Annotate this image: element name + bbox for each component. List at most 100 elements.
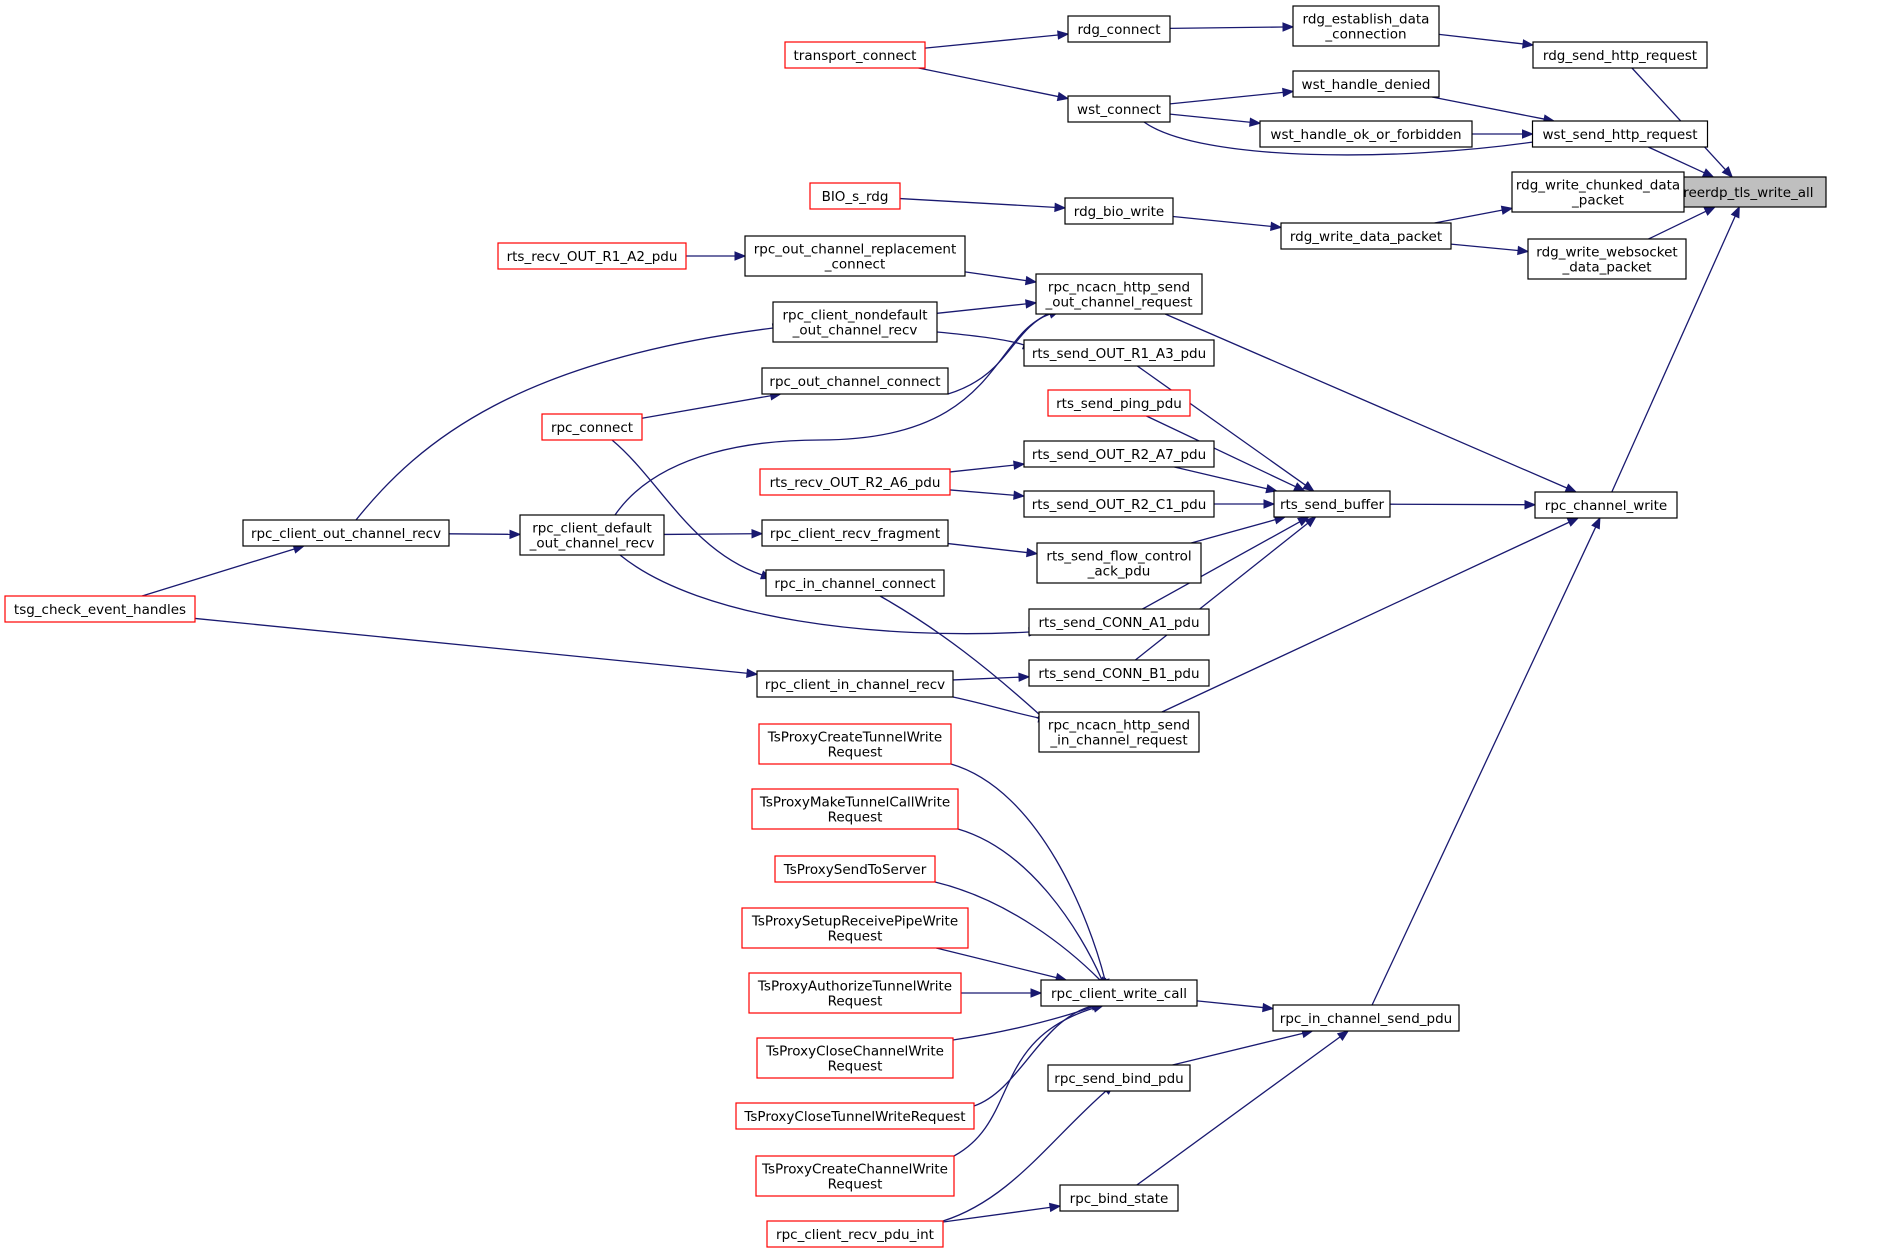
node-rts_send_CONN_A1_pdu[interactable]: rts_send_CONN_A1_pdu [1028,608,1210,636]
edge-rpc_client_nondefault_out_channel_recv-to-rts_send_OUT_R1_A3_pdu [936,331,1035,350]
node-BIO_s_rdg[interactable]: BIO_s_rdg [809,182,901,210]
node-label: Request [828,810,883,826]
edge-rdg_send_http_request-to-freerdp_tls_write_all [1631,67,1734,178]
node-rpc_client_nondefault_out_channel_recv[interactable]: rpc_client_nondefault_out_channel_recv [772,301,938,343]
edge-line [1434,209,1503,224]
node-box [1511,171,1685,213]
node-rpc_in_channel_send_pdu[interactable]: rpc_in_channel_send_pdu [1272,1004,1460,1032]
node-box [1023,490,1215,518]
node-box [1067,15,1171,43]
edge-line [936,303,1027,314]
node-rpc_client_recv_pdu_int[interactable]: rpc_client_recv_pdu_int [766,1220,944,1248]
node-rdg_write_data_packet[interactable]: rdg_write_data_packet [1280,222,1452,250]
node-wst_connect[interactable]: wst_connect [1067,95,1171,123]
node-freerdp_tls_write_all[interactable]: freerdp_tls_write_all [1665,176,1827,208]
node-box [1028,608,1210,636]
node-label: rpc_client_recv_fragment [770,526,940,542]
node-box [497,242,687,270]
node-label: tsg_check_event_handles [14,602,186,618]
node-label: _ack_pdu [1087,564,1151,580]
node-rpc_client_write_call[interactable]: rpc_client_write_call [1040,979,1198,1007]
node-rpc_connect[interactable]: rpc_connect [541,413,643,441]
edge-line [924,34,1059,49]
node-rdg_send_http_request[interactable]: rdg_send_http_request [1532,41,1708,69]
edge-line [1169,91,1284,105]
edge-rpc_connect-to-rpc_out_channel_connect [641,391,783,419]
node-label: wst_connect [1077,102,1161,118]
edge-line [663,533,753,536]
node-tsg_check_event_handles[interactable]: tsg_check_event_handles [4,595,196,623]
node-wst_send_http_request[interactable]: wst_send_http_request [1531,120,1709,148]
edge-line [1191,519,1276,544]
node-rdg_write_websocket_data_packet[interactable]: rdg_write_websocket_data_packet [1527,238,1687,280]
edge-rdg_write_data_packet-to-rdg_write_chunked_data_packet [1434,205,1514,224]
node-rts_send_buffer[interactable]: rts_send_buffer [1273,490,1391,518]
node-rpc_send_bind_pdu[interactable]: rpc_send_bind_pdu [1047,1064,1191,1092]
node-rts_send_OUT_R2_A7_pdu[interactable]: rts_send_OUT_R2_A7_pdu [1023,440,1215,468]
node-rts_recv_OUT_R2_A6_pdu[interactable]: rts_recv_OUT_R2_A6_pdu [759,468,951,496]
edge-layer [141,22,1740,1223]
edge-BIO_s_rdg-to-rdg_bio_write [899,197,1067,213]
node-rpc_ncacn_http_send_in_channel_request[interactable]: rpc_ncacn_http_send_in_channel_request [1038,711,1200,753]
node-rpc_ncacn_http_send_out_channel_request[interactable]: rpc_ncacn_http_send_out_channel_request [1035,273,1203,315]
arrowhead [1013,460,1026,470]
arrowhead [1270,221,1283,232]
edge-wst_handle_denied-to-wst_send_http_request [1431,96,1556,124]
node-rts_send_flow_control_ack_pdu[interactable]: rts_send_flow_control_ack_pdu [1036,542,1202,584]
edge-rts_send_flow_control_ack_pdu-to-rts_send_buffer [1191,515,1287,544]
node-label: rpc_send_bind_pdu [1054,1071,1183,1087]
node-TsProxySendToServer[interactable]: TsProxySendToServer [774,855,936,883]
node-rpc_in_channel_connect[interactable]: rpc_in_channel_connect [765,569,945,597]
node-label: Request [828,994,883,1010]
node-rpc_client_default_out_channel_recv[interactable]: rpc_client_default_out_channel_recv [519,514,665,556]
node-label: Request [828,745,883,761]
edge-rts_send_buffer-to-rpc_channel_write [1389,499,1537,510]
node-rdg_connect[interactable]: rdg_connect [1067,15,1171,43]
node-label: rts_send_OUT_R2_A7_pdu [1032,447,1206,463]
node-label: wst_handle_denied [1302,77,1431,93]
node-rpc_out_channel_replacement_connect[interactable]: rpc_out_channel_replacement_connect [744,235,966,277]
node-rts_send_ping_pdu[interactable]: rts_send_ping_pdu [1047,389,1191,417]
node-rpc_client_in_channel_recv[interactable]: rpc_client_in_channel_recv [756,670,954,698]
arrowhead [1336,1030,1350,1042]
node-wst_handle_denied[interactable]: wst_handle_denied [1292,70,1440,98]
edge-line [1174,466,1268,490]
node-rdg_establish_data_connection[interactable]: rdg_establish_data_connection [1292,5,1440,47]
edge-tsg_check_event_handles-to-rpc_client_out_channel_recv [141,544,306,597]
node-rpc_channel_write[interactable]: rpc_channel_write [1534,491,1678,519]
node-transport_connect[interactable]: transport_connect [784,41,926,69]
node-rpc_bind_state[interactable]: rpc_bind_state [1059,1184,1179,1212]
node-rts_send_OUT_R1_A3_pdu[interactable]: rts_send_OUT_R1_A3_pdu [1023,339,1215,367]
node-TsProxyCloseTunnelWriteRequest[interactable]: TsProxyCloseTunnelWriteRequest [735,1102,975,1130]
node-label: rts_send_flow_control [1046,549,1191,565]
node-box [1036,542,1202,584]
edge-line [141,548,295,597]
node-rts_send_OUT_R2_C1_pdu[interactable]: rts_send_OUT_R2_C1_pdu [1023,490,1215,518]
node-wst_handle_ok_or_forbidden[interactable]: wst_handle_ok_or_forbidden [1259,120,1473,148]
node-label: _out_channel_recv [529,536,655,552]
node-rpc_client_recv_fragment[interactable]: rpc_client_recv_fragment [761,519,949,547]
node-box [1531,120,1709,148]
node-box [774,855,936,883]
node-box [1272,1004,1460,1032]
node-rts_recv_OUT_R1_A2_pdu[interactable]: rts_recv_OUT_R1_A2_pdu [497,242,687,270]
node-rts_send_CONN_B1_pdu[interactable]: rts_send_CONN_B1_pdu [1028,659,1210,687]
node-label: TsProxyAuthorizeTunnelWrite [757,979,952,995]
edge-rpc_client_in_channel_recv-to-rts_send_CONN_B1_pdu [952,672,1031,682]
edge-rpc_client_default_out_channel_recv-to-rpc_client_recv_fragment [663,529,764,539]
edge-transport_connect-to-wst_connect [918,67,1070,102]
node-rdg_write_chunked_data_packet[interactable]: rdg_write_chunked_data_packet [1511,171,1685,213]
node-rpc_out_channel_connect[interactable]: rpc_out_channel_connect [761,367,949,395]
node-label: rpc_client_write_call [1051,986,1187,1002]
edge-line [947,542,1028,554]
node-label: rts_recv_OUT_R1_A2_pdu [507,249,678,265]
node-rdg_bio_write[interactable]: rdg_bio_write [1064,197,1174,225]
node-rpc_client_out_channel_recv[interactable]: rpc_client_out_channel_recv [242,519,450,547]
edge-line [950,763,1106,981]
